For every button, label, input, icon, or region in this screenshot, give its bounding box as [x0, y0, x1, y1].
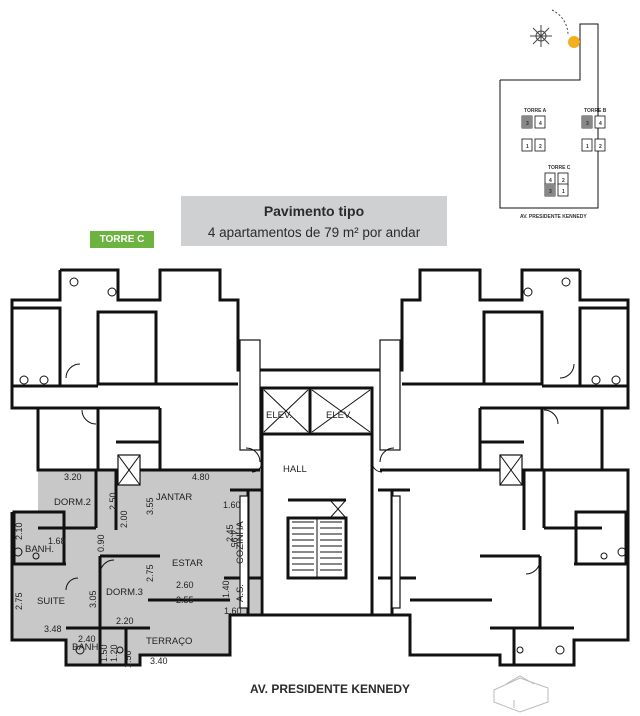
label-as: A.S. [235, 584, 246, 602]
key-unit-b1: 3 [586, 121, 589, 127]
walls [10, 268, 630, 667]
dim-340: 3.40 [150, 656, 168, 666]
label-estar: ESTAR [172, 558, 203, 569]
label-elev-1: ELEV. [266, 410, 292, 421]
dim-210: 2.10 [14, 522, 24, 540]
dim-305: 3.05 [88, 590, 98, 608]
key-unit-b4: 2 [599, 144, 602, 150]
dim-120: 1.20 [109, 644, 119, 662]
dim-250: 2.50 [108, 492, 118, 510]
street-label: AV. PRESIDENTE KENNEDY [249, 682, 411, 696]
dim-240: 2.40 [78, 634, 96, 644]
label-banh-2: BANH. [72, 642, 101, 653]
key-unit-a4: 2 [539, 144, 542, 150]
dim-275-b: 2.75 [145, 564, 155, 582]
house-logo-icon [493, 675, 549, 713]
dim-355: 3.55 [145, 497, 155, 515]
key-label-torre-c: TORRE C [548, 165, 571, 171]
dim-275-a: 2.75 [14, 592, 24, 610]
dim-255: 2.55 [176, 595, 194, 605]
dim-348: 3.48 [44, 624, 62, 634]
dim-220: 2.20 [116, 616, 134, 626]
key-unit-a3: 1 [526, 144, 529, 150]
label-cozinha: COZINHA [235, 521, 246, 564]
key-unit-c3: 3 [549, 189, 552, 195]
stairs [292, 518, 342, 578]
dim-140: 1.40 [221, 580, 231, 598]
label-suite: SUITE [37, 596, 65, 607]
key-unit-c1: 4 [549, 178, 552, 184]
key-label-torre-a: TORRE A [524, 108, 547, 114]
label-dorm2: DORM.2 [54, 497, 91, 508]
label-hall: HALL [283, 464, 307, 475]
elevator-shafts [117, 389, 523, 519]
plan-subtitle: 4 apartamentos de 79 m² por andar [207, 225, 421, 240]
key-label-street: AV. PRESIDENTE KENNEDY [520, 214, 587, 220]
dim-200: 2.00 [119, 510, 129, 528]
dim-150-b: 1.50 [123, 650, 133, 668]
sun-icon [568, 36, 580, 48]
key-unit-c2: 2 [562, 178, 565, 184]
plan-title: Pavimento tipo [263, 203, 365, 219]
key-unit-b3: 1 [586, 144, 589, 150]
key-plan: 3 4 1 2 3 4 1 2 4 2 3 1 TORRE A TORRE B … [499, 9, 607, 220]
label-terraco: TERRAÇO [146, 636, 192, 647]
dim-150-a: 1.50 [99, 644, 109, 662]
dim-495: 4.95 [229, 530, 239, 548]
key-unit-a2: 4 [539, 121, 542, 127]
label-elev-2: ELEV. [326, 410, 352, 421]
key-unit-b2: 4 [599, 121, 602, 127]
compass-rose-icon [530, 9, 569, 47]
fixtures [13, 277, 627, 655]
key-unit-c4: 1 [562, 189, 565, 195]
dim-320: 3.20 [64, 472, 82, 482]
key-unit-a1: 3 [526, 121, 529, 127]
door-swings [65, 363, 575, 591]
tower-tag: TORRE C [90, 231, 154, 248]
dim-260: 2.60 [176, 580, 194, 590]
highlighted-apartment [12, 470, 260, 665]
dim-090: 0.90 [96, 534, 106, 552]
label-banh: BANH. [25, 544, 54, 555]
label-dorm3: DORM.3 [106, 587, 143, 598]
key-label-torre-b: TORRE B [584, 108, 607, 114]
label-jantar: JANTAR [156, 492, 192, 503]
dim-168: 1.68 [48, 536, 66, 546]
title-box [181, 196, 447, 246]
dim-160-a: 1.60 [223, 500, 241, 510]
dim-160-b: 1.60 [224, 606, 242, 616]
dim-245: 2.45 [225, 524, 235, 542]
dim-480: 4.80 [192, 472, 210, 482]
